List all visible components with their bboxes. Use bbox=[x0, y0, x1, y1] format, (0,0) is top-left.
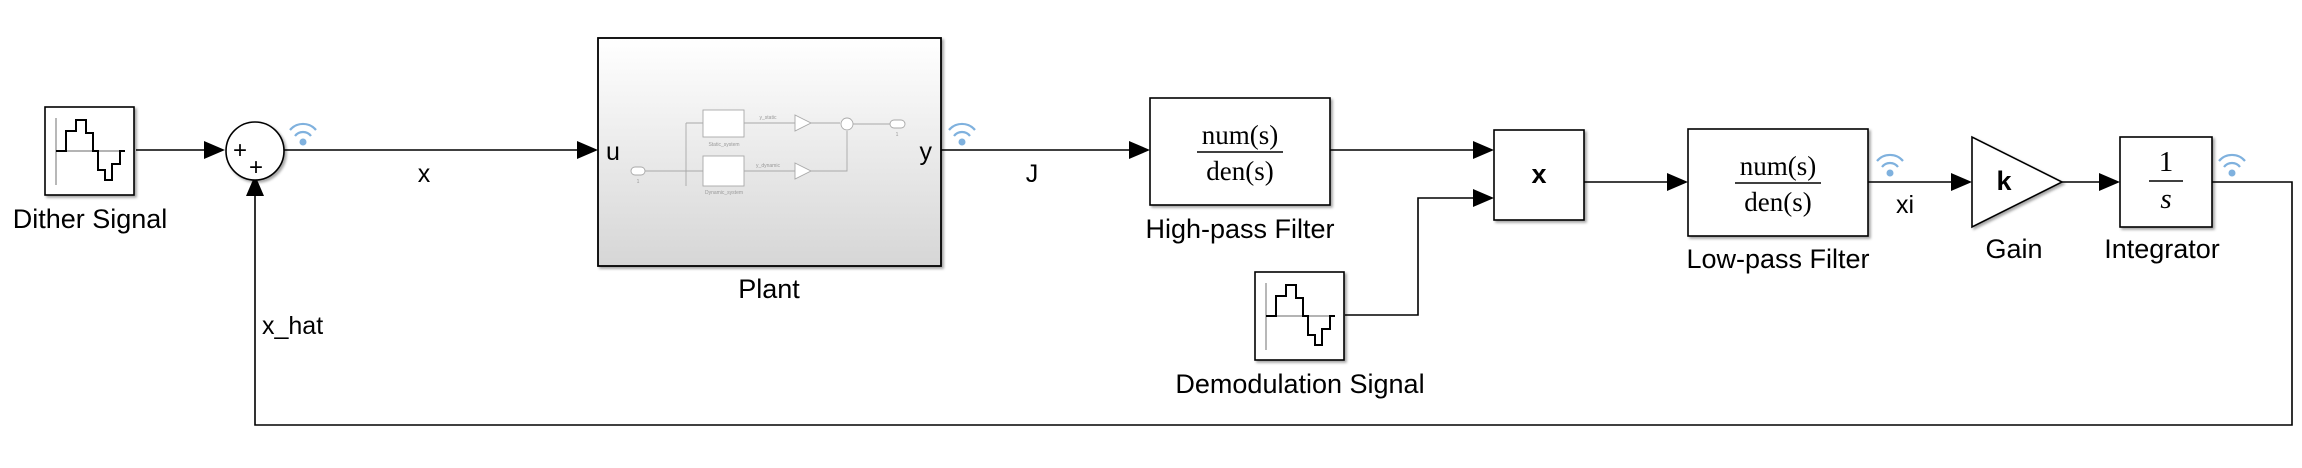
product-symbol: x bbox=[1531, 159, 1546, 189]
plant-output-port-label: y bbox=[920, 138, 933, 166]
integrator-numerator: 1 bbox=[2159, 146, 2174, 178]
integrator-label: Integrator bbox=[2104, 234, 2220, 264]
integrator-denominator: s bbox=[2160, 183, 2171, 215]
hpf-denominator: den(s) bbox=[1206, 156, 1273, 186]
sum-sign-bottom: + bbox=[249, 154, 263, 181]
arrowhead bbox=[1473, 141, 1494, 159]
arrowhead bbox=[2099, 173, 2120, 191]
demodulation-signal-block[interactable]: Demodulation Signal bbox=[1175, 271, 1425, 399]
low-pass-filter-block[interactable]: num(s) den(s) Low-pass Filter bbox=[1686, 128, 1870, 274]
wire-x-hat[interactable] bbox=[254, 181, 2293, 426]
plant-preview-y-static: y_static bbox=[760, 115, 777, 121]
plant-label: Plant bbox=[738, 274, 800, 304]
signal-label-J: J bbox=[1026, 160, 1039, 188]
demodulation-signal-label: Demodulation Signal bbox=[1175, 369, 1424, 399]
hpf-label: High-pass Filter bbox=[1145, 214, 1334, 244]
signal-logging-icon[interactable] bbox=[289, 122, 317, 146]
plant-input-port-label: u bbox=[606, 138, 620, 166]
plant-subsystem-block[interactable]: u y Static_system Dynamic_system y_stati… bbox=[597, 37, 942, 304]
arrowhead bbox=[246, 175, 264, 196]
sum-block[interactable]: + + bbox=[225, 121, 285, 181]
plant-preview-y-dynamic: y_dynamic bbox=[756, 163, 780, 169]
sum-sign-top: + bbox=[233, 137, 247, 164]
lpf-label: Low-pass Filter bbox=[1686, 244, 1869, 274]
lpf-denominator: den(s) bbox=[1744, 187, 1811, 217]
signal-builder-icon bbox=[1265, 283, 1335, 350]
arrowhead bbox=[1473, 189, 1494, 207]
plant-preview-static-label: Static_system bbox=[708, 142, 739, 148]
wire-demod-to-product[interactable] bbox=[1345, 197, 1474, 316]
plant-preview-in-num: 1 bbox=[637, 179, 640, 185]
arrowhead bbox=[577, 141, 598, 159]
gain-block[interactable]: k Gain bbox=[1971, 135, 2064, 264]
high-pass-filter-block[interactable]: num(s) den(s) High-pass Filter bbox=[1145, 97, 1335, 244]
lpf-numerator: num(s) bbox=[1740, 151, 1817, 181]
gain-label: Gain bbox=[1985, 234, 2042, 264]
signal-lines bbox=[136, 141, 2293, 426]
signal-label-x-hat: x_hat bbox=[262, 312, 323, 340]
arrowhead bbox=[204, 141, 225, 159]
plant-preview bbox=[630, 109, 906, 187]
signal-label-x: x bbox=[418, 160, 431, 188]
hpf-numerator: num(s) bbox=[1202, 120, 1279, 150]
signal-logging-icon[interactable] bbox=[948, 122, 976, 146]
signal-logging-icon[interactable] bbox=[1876, 153, 1904, 177]
integrator-block[interactable]: 1 s Integrator bbox=[2104, 136, 2220, 264]
signal-builder-icon bbox=[55, 118, 125, 185]
plant-preview-dynamic-label: Dynamic_system bbox=[705, 190, 743, 196]
arrowhead bbox=[1129, 141, 1150, 159]
dither-signal-block[interactable]: Dither Signal bbox=[13, 106, 168, 234]
signal-logging-icon[interactable] bbox=[2218, 153, 2246, 177]
plant-preview-out-num: 1 bbox=[896, 132, 899, 138]
gain-value: k bbox=[1996, 166, 2012, 196]
product-block[interactable]: x bbox=[1493, 129, 1585, 221]
arrowhead bbox=[1667, 173, 1688, 191]
arrowhead bbox=[1951, 173, 1972, 191]
dither-signal-label: Dither Signal bbox=[13, 204, 168, 234]
signal-label-xi: xi bbox=[1896, 191, 1914, 219]
